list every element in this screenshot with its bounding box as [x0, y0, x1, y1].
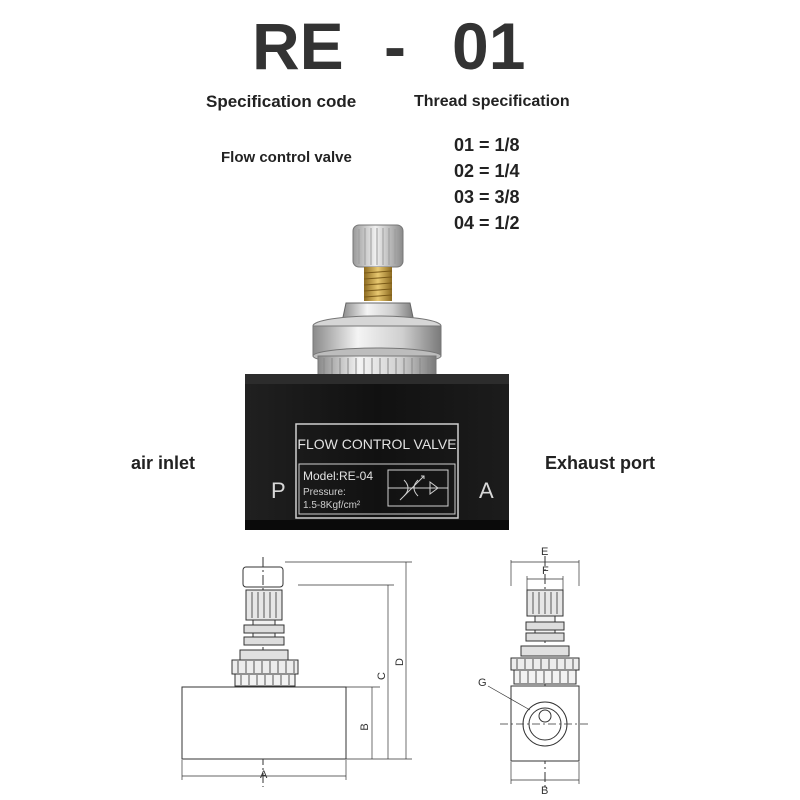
- port-a-mark: A: [479, 478, 494, 503]
- dimension-b-label-side: B: [541, 785, 548, 797]
- code-suffix: 01: [452, 9, 526, 83]
- thread-option: 03 = 3/8: [454, 187, 520, 207]
- valve-body: [245, 374, 509, 530]
- thread-option: 04 = 1/2: [454, 213, 520, 233]
- model-code-heading: RE - 01: [0, 6, 800, 86]
- exhaust-port-label: Exhaust port: [545, 453, 656, 473]
- nameplate-title: FLOW CONTROL VALVE: [297, 436, 456, 452]
- port-p-mark: P: [271, 478, 286, 503]
- nameplate-pressure-range: 1.5-8Kgf/cm²: [303, 500, 361, 511]
- thread-options-list: 01 = 1/8 02 = 1/4 03 = 3/8 04 = 1/2: [454, 132, 520, 236]
- dimension-a-label: A: [260, 769, 268, 781]
- thread-spec-label: Thread specification: [414, 93, 570, 110]
- dimension-c-label: C: [376, 672, 388, 680]
- flow-valve-symbol: [387, 469, 449, 507]
- dimension-b-label-front: B: [359, 723, 371, 730]
- code-prefix: RE: [252, 9, 344, 83]
- adjust-knob: [352, 224, 404, 268]
- series-name-label: Flow control valve: [221, 149, 352, 166]
- dimension-g-label: G: [478, 677, 487, 689]
- nameplate-model: Model:RE-04: [303, 469, 373, 483]
- dimension-f-label: F: [542, 565, 549, 577]
- nameplate-pressure-label: Pressure:: [303, 487, 346, 498]
- nameplate: FLOW CONTROL VALVE Model:RE-04 Pressure:…: [295, 423, 459, 519]
- spec-code-label: Specification code: [206, 92, 357, 111]
- brass-stem: [363, 267, 393, 301]
- thread-option: 02 = 1/4: [454, 161, 520, 181]
- dimension-e-label: E: [541, 546, 548, 558]
- code-dash: -: [384, 9, 406, 83]
- side-view-drawing: [487, 556, 590, 790]
- thread-option: 01 = 1/8: [454, 135, 520, 155]
- front-view-drawing: [181, 557, 412, 787]
- air-inlet-label: air inlet: [131, 453, 196, 473]
- dimension-d-label: D: [394, 658, 406, 666]
